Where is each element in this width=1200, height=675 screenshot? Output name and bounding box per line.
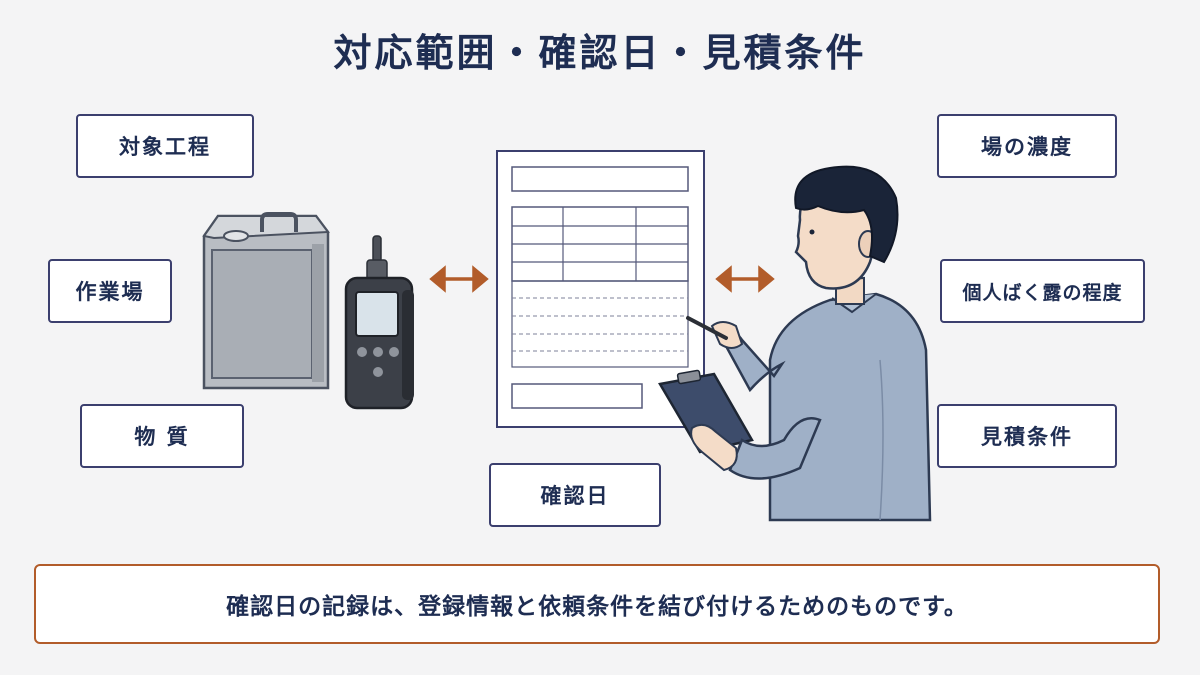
gas-detector-icon <box>344 235 414 410</box>
label-workplace: 作業場 <box>48 259 172 323</box>
page-title: 対応範囲・確認日・見積条件 <box>333 31 867 75</box>
label-estimate-conditions: 見積条件 <box>937 404 1117 468</box>
double-arrow-icon <box>429 265 489 293</box>
label-personal-exposure: 個人ばく露の程度 <box>940 259 1145 323</box>
person-clipboard-icon <box>658 165 932 522</box>
metal-can-icon <box>202 212 330 390</box>
label-field-concentration: 場の濃度 <box>937 114 1117 178</box>
label-target-process: 対象工程 <box>76 114 254 178</box>
label-substance: 物 質 <box>80 404 244 468</box>
label-confirmation-date: 確認日 <box>489 463 661 527</box>
note-banner: 確認日の記録は、登録情報と依頼条件を結び付けるためのものです。 <box>34 564 1160 644</box>
double-arrow-icon <box>715 265 775 293</box>
